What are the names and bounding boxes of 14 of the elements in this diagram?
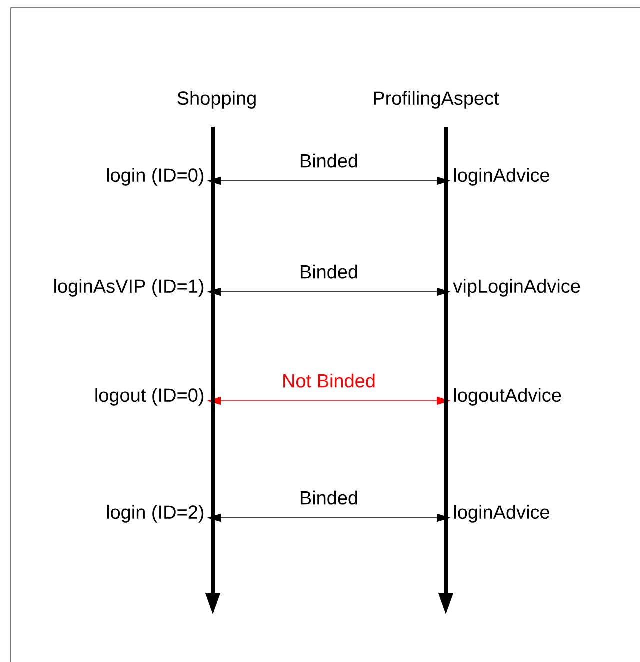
lifeline-heading: ProfilingAspect — [374, 91, 500, 109]
edge-label: Binded — [298, 490, 360, 506]
message-label: logout (ID=0) — [96, 388, 204, 406]
message-label: loginAdvice — [454, 168, 550, 186]
edge-label: Not Binded — [281, 372, 377, 389]
message-label: login (ID=2) — [107, 505, 204, 523]
message-label: loginAsVIP (ID=1) — [54, 279, 204, 297]
edge-label: Binded — [298, 264, 360, 280]
message-label: logoutAdvice — [454, 388, 562, 406]
message-label: loginAdvice — [454, 505, 550, 523]
edge-label: Binded — [298, 152, 360, 169]
message-label: vipLoginAdvice — [453, 279, 580, 297]
message-label: login (ID=0) — [107, 168, 204, 186]
lifeline-heading: Shopping — [178, 91, 256, 109]
